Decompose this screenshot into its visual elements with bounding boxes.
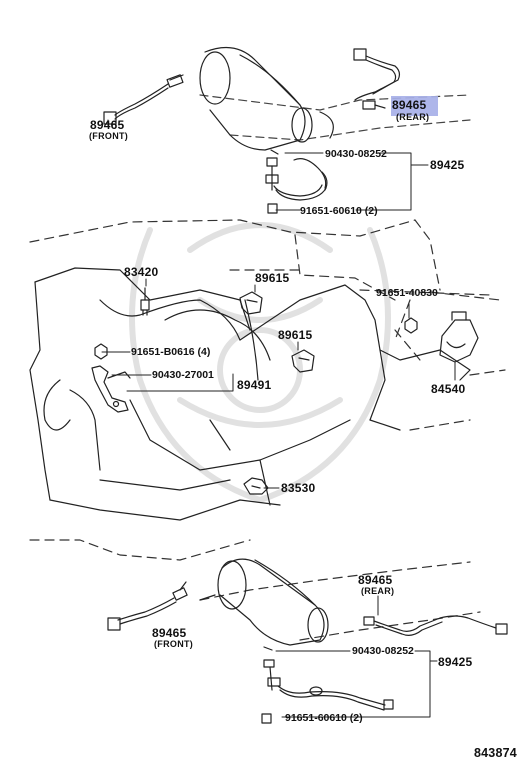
part-89465-rear-bottom[interactable]: 89465 (358, 573, 393, 587)
part-89465-rear-top[interactable]: 89465 (392, 98, 427, 112)
part-83420[interactable]: 83420 (124, 265, 159, 279)
part-89615-a[interactable]: 89615 (255, 271, 290, 285)
oxygen-sensor-rear-bottom (363, 615, 508, 636)
label-rear-bottom: (REAR) (361, 586, 395, 596)
oxygen-sensor-89425-top (265, 149, 328, 214)
part-90430-27001[interactable]: 90430-27001 (152, 369, 214, 381)
part-91651-60610-bottom[interactable]: 91651-60610 (2) (285, 712, 363, 724)
part-89615-b[interactable]: 89615 (278, 328, 313, 342)
part-91651-40830[interactable]: 91651-40830 (376, 287, 438, 299)
part-89465-front-top[interactable]: 89465 (90, 118, 125, 132)
oxygen-sensor-89425-bottom (261, 646, 394, 724)
knock-sensor-89615-b (291, 349, 315, 373)
exhaust-pipe-top (199, 94, 471, 141)
part-90430-08252-top[interactable]: 90430-08252 (325, 148, 387, 160)
oxygen-sensor-front-top (103, 74, 184, 125)
oxygen-sensor-front-bottom (107, 581, 188, 631)
leader-lines (101, 119, 456, 718)
catalytic-converter-bottom (199, 558, 329, 646)
part-89465-front-bottom[interactable]: 89465 (152, 626, 187, 640)
diagram-id: 843874 (474, 746, 517, 760)
part-89491[interactable]: 89491 (237, 378, 272, 392)
highlight-box (391, 96, 438, 116)
bracket-89491 (91, 343, 131, 413)
part-83530[interactable]: 83530 (281, 481, 316, 495)
label-rear-top: (REAR) (396, 112, 430, 122)
part-84540[interactable]: 84540 (431, 382, 466, 396)
part-91651-60610-top[interactable]: 91651-60610 (2) (300, 205, 378, 217)
part-89425-top[interactable]: 89425 (430, 158, 465, 172)
part-91651-b0616[interactable]: 91651-B0616 (4) (131, 346, 211, 358)
catalytic-converter-top (199, 46, 334, 151)
temp-sensor-83420 (140, 287, 150, 316)
part-90430-08252-bottom[interactable]: 90430-08252 (352, 645, 414, 657)
engine-block (29, 267, 471, 521)
knock-sensor-89615-a (239, 291, 263, 315)
label-front-top: (FRONT) (89, 131, 129, 141)
part-89425-bottom[interactable]: 89425 (438, 655, 473, 669)
watermark-emblem (129, 222, 391, 503)
oxygen-sensor-rear-top (353, 48, 401, 110)
sensor-84540 (404, 311, 479, 363)
label-front-bottom: (FRONT) (154, 639, 194, 649)
